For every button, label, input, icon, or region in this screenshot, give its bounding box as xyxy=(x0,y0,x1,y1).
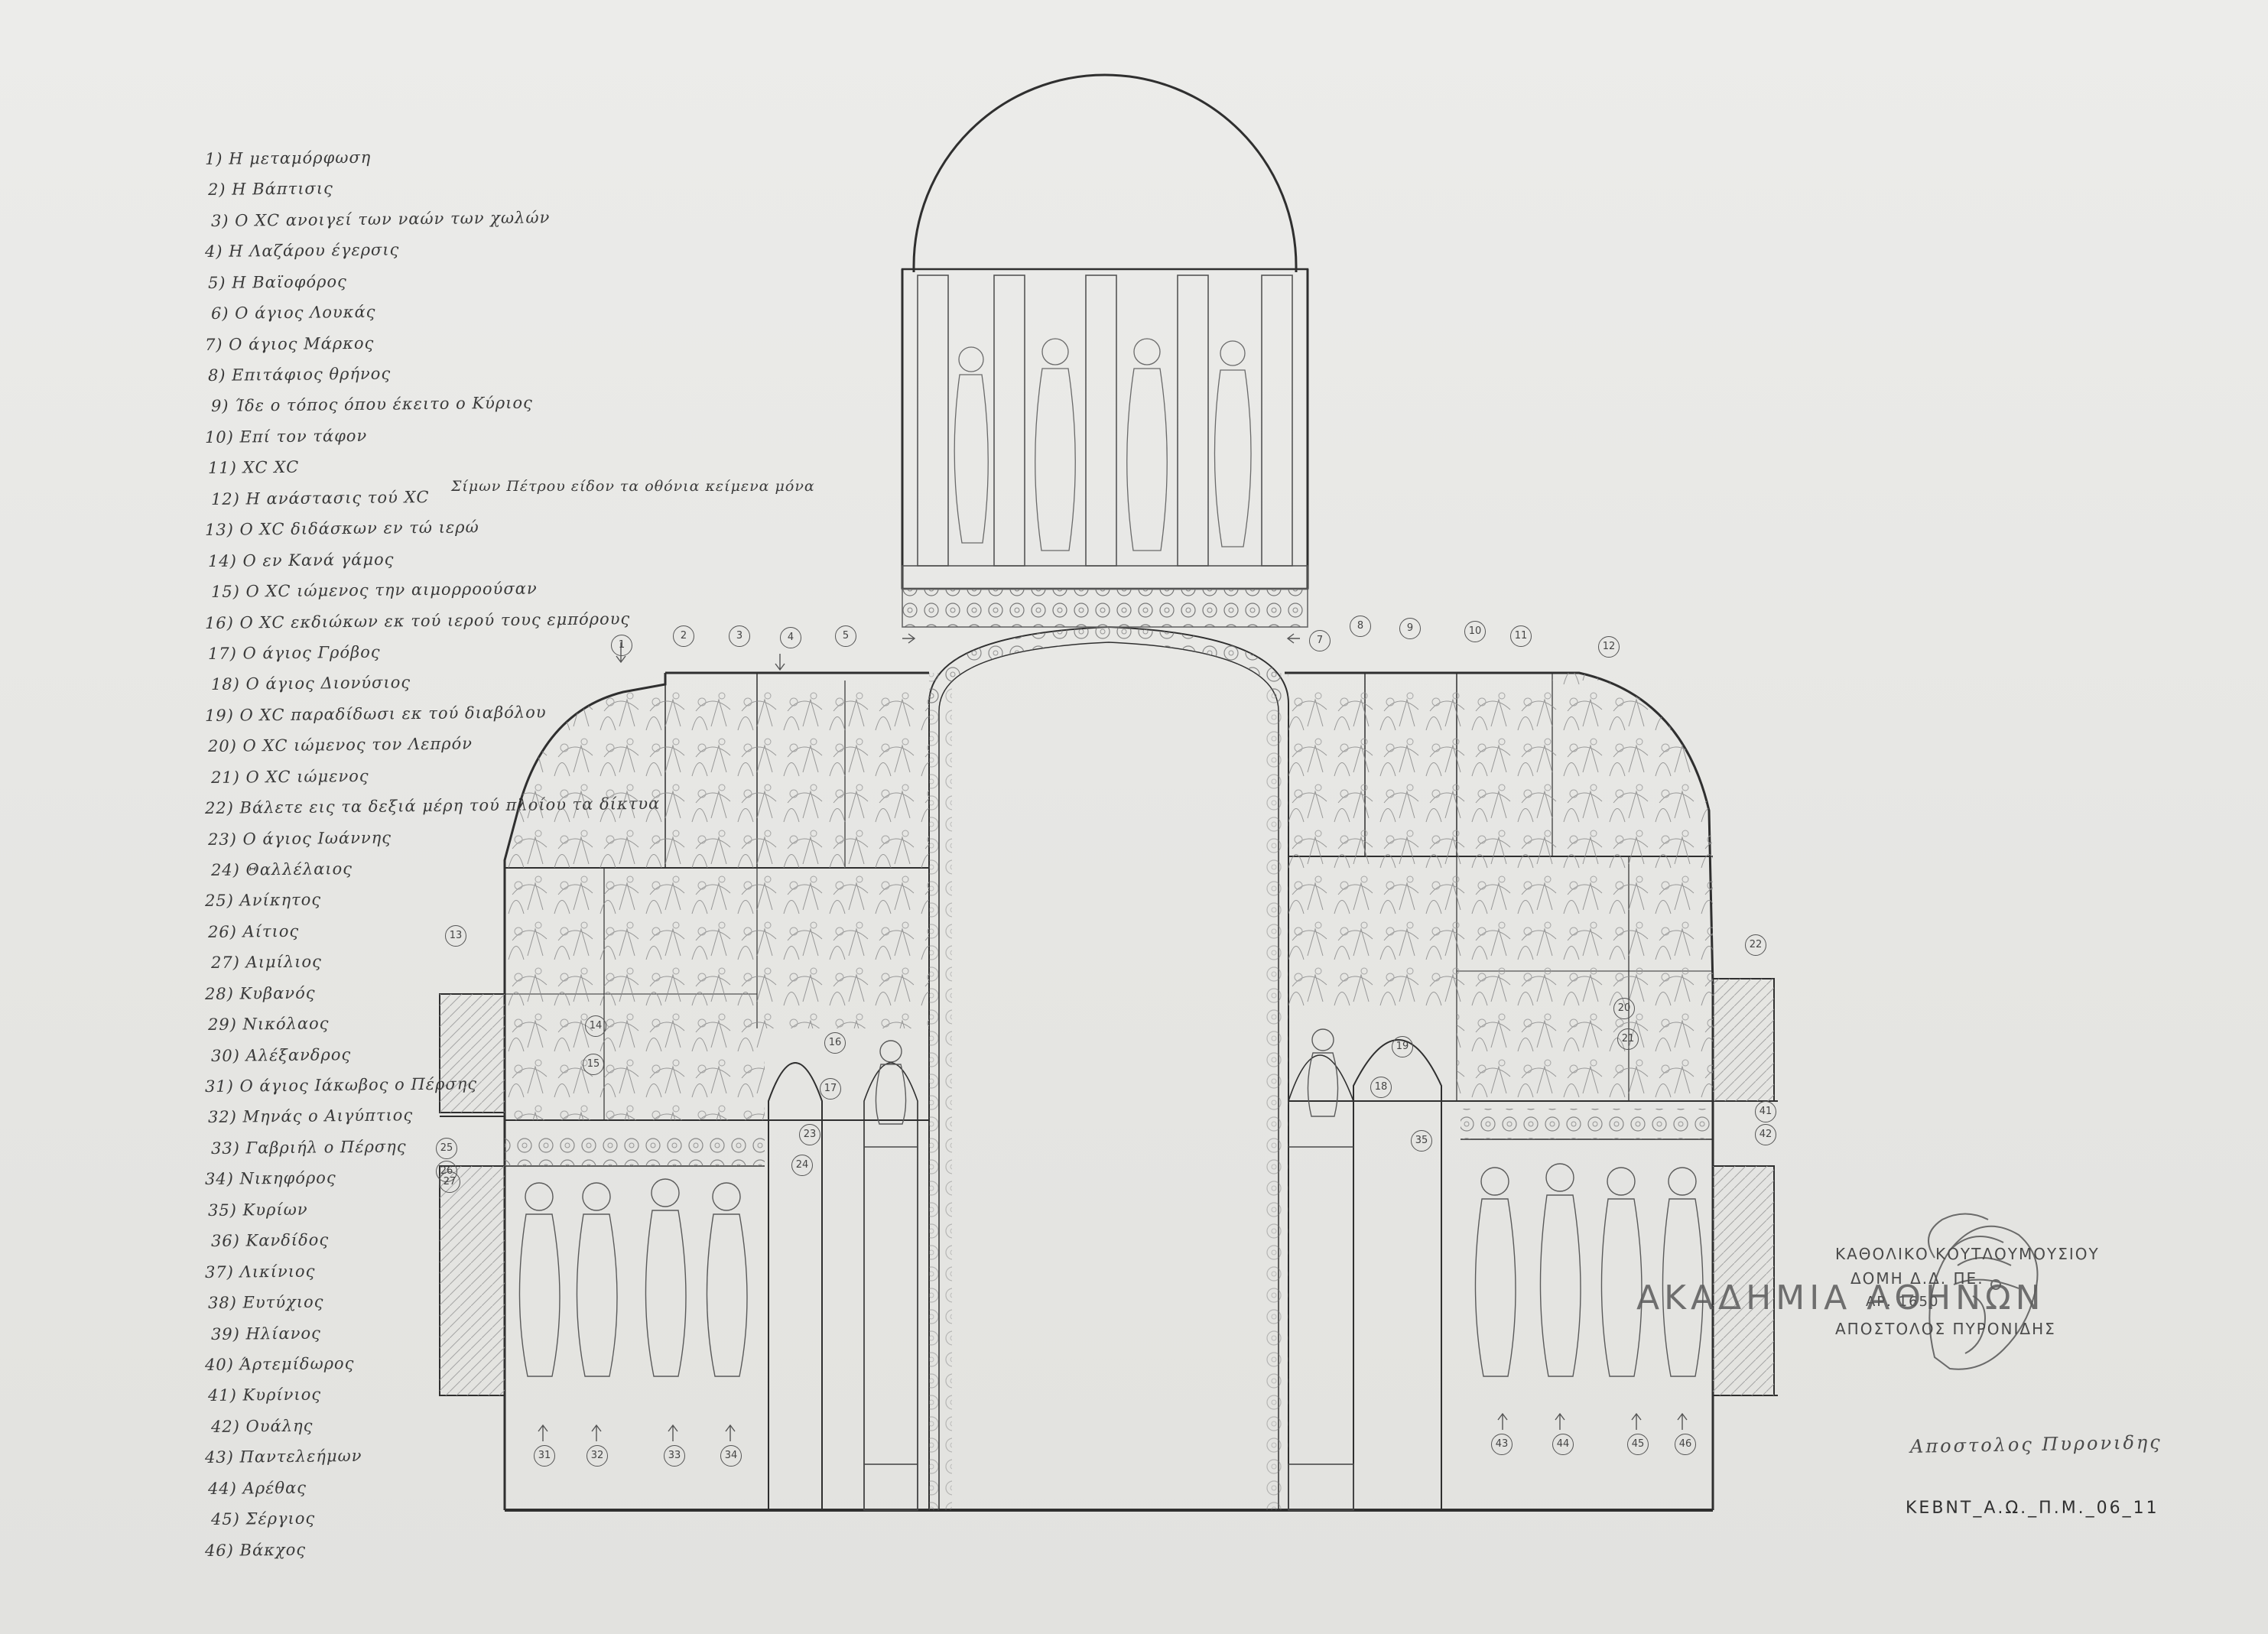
callout-number: 33 xyxy=(664,1445,685,1467)
callout-number: 13 xyxy=(445,925,466,947)
callout-number: 4 xyxy=(780,627,801,648)
callout-number: 8 xyxy=(1350,616,1371,637)
callout-number: 11 xyxy=(1510,625,1532,647)
callout-number: 31 xyxy=(534,1445,555,1467)
callout-number: 46 xyxy=(1675,1434,1696,1455)
stamp-line-3: ΑΡ. 1650 xyxy=(1866,1294,1940,1310)
catalog-number: ΚΕΒΝΤ_Α.Ω._Π.Μ._06_11 xyxy=(1906,1499,2159,1518)
callout-number: 22 xyxy=(1745,934,1766,956)
artist-signature: Αποστολος Πυρονιδης xyxy=(1909,1431,2162,1457)
dome-arc xyxy=(912,73,1298,267)
callout-number: 24 xyxy=(791,1155,813,1176)
lower-saints xyxy=(518,1028,1704,1377)
callout-number: 16 xyxy=(824,1032,846,1054)
legend-extra-note: Σίμων Πέτρου είδον τα οθόνια κείμενα μόν… xyxy=(451,478,815,495)
callout-number: 12 xyxy=(1598,636,1620,658)
stamp-academy-name: ΑΚΑΔΗΜΙΑ ΑΘΗΝΩΝ xyxy=(1636,1278,2045,1317)
callout-number: 19 xyxy=(1392,1036,1413,1057)
callout-number: 20 xyxy=(1613,998,1635,1019)
central-arch xyxy=(928,625,1289,1510)
callout-number: 25 xyxy=(436,1138,457,1159)
dome-drum xyxy=(901,268,1309,590)
callout-number: 5 xyxy=(835,625,856,647)
callout-number: 23 xyxy=(799,1124,820,1145)
callout-number: 1 xyxy=(611,635,632,656)
callout-number: 14 xyxy=(585,1015,606,1037)
callout-number: 35 xyxy=(1411,1130,1432,1152)
callout-number: 15 xyxy=(583,1054,604,1075)
callout-number: 34 xyxy=(720,1445,742,1467)
callout-number: 17 xyxy=(820,1078,841,1100)
stamp-line-2: ΔΟΜΗ Δ.Δ. ΠΕ. xyxy=(1850,1269,1984,1288)
callout-number: 3 xyxy=(729,625,750,647)
callout-number: 44 xyxy=(1552,1434,1574,1455)
academy-seal-logo xyxy=(1928,1213,2039,1370)
callout-number: 7 xyxy=(1309,630,1331,651)
callout-number: 41 xyxy=(1755,1101,1776,1122)
drum-saints xyxy=(902,274,1308,628)
stamp-line-1: ΚΑΘΟΛΙΚΟ ΚΟΥΤΛΟΥΜΟΥΣΙΟΥ xyxy=(1835,1245,2100,1263)
callout-number: 27 xyxy=(439,1171,460,1193)
callout-number: 45 xyxy=(1627,1434,1649,1455)
callout-number: 18 xyxy=(1370,1077,1392,1098)
callout-number: 43 xyxy=(1491,1434,1513,1455)
callout-number: 9 xyxy=(1399,618,1421,639)
fresco-fills xyxy=(440,627,1774,1510)
callout-number: 10 xyxy=(1464,621,1486,642)
callout-number: 32 xyxy=(586,1445,608,1467)
stamp-line-4: ΑΠΟΣΤΟΛΟΣ ΠΥΡΟΝΙΔΗΣ xyxy=(1835,1320,2056,1338)
callout-number: 42 xyxy=(1755,1124,1776,1145)
callout-number: 2 xyxy=(673,625,694,647)
callout-number: 21 xyxy=(1617,1028,1639,1050)
